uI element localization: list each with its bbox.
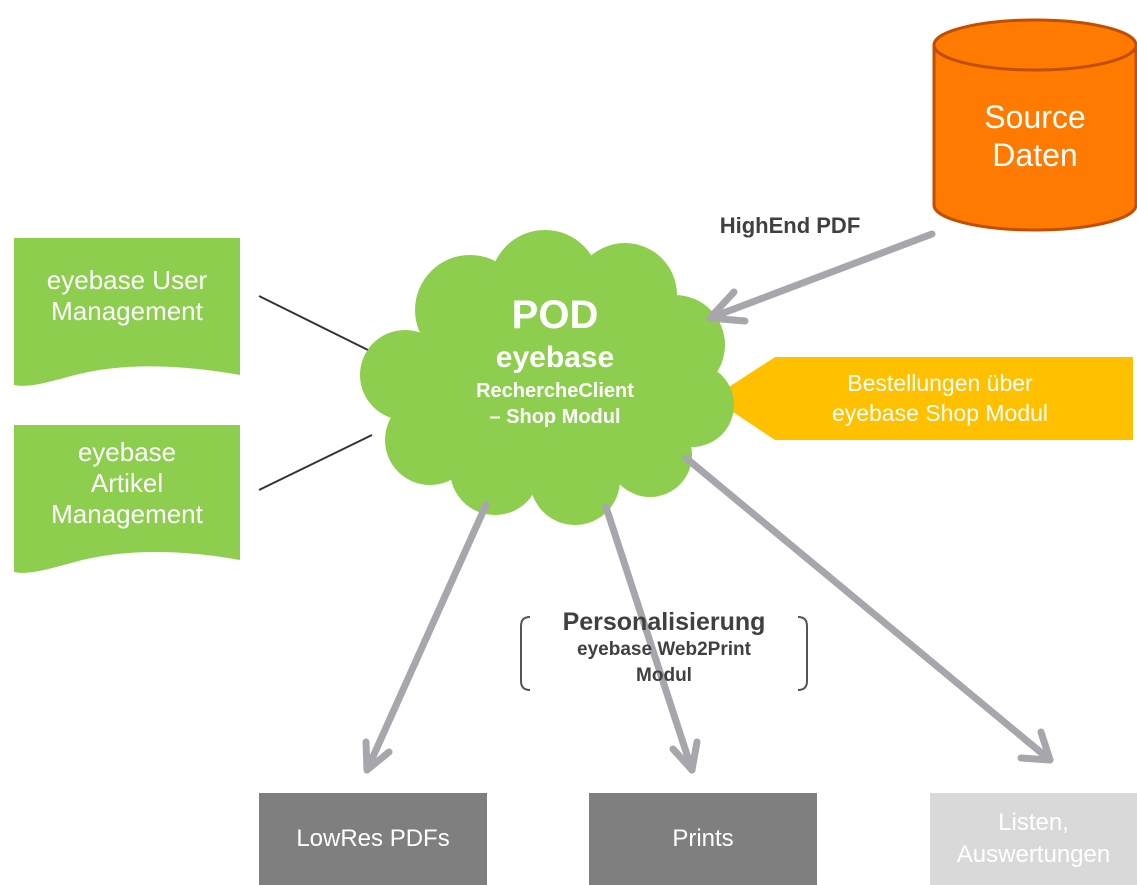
lowres-pdfs-box (259, 793, 487, 885)
pod-line4: – Shop Modul (489, 406, 621, 428)
user-management-document (14, 238, 240, 386)
pod-subtitle: eyebase (495, 341, 615, 374)
prints-arrow (602, 503, 701, 774)
listen-arrow (682, 454, 1054, 764)
lowres-arrow (362, 501, 490, 774)
listen-label: Listen, Auswertungen (956, 809, 1111, 868)
highend-arrow (706, 230, 936, 325)
lowres-pdfs-label: LowRes PDFs (296, 824, 450, 852)
prints-box (589, 793, 817, 885)
source-data-cylinder (932, 18, 1137, 232)
user-management-label: eyebase User Management (46, 265, 208, 327)
pod-line3: RechercheClient (476, 380, 634, 402)
listen-box (930, 793, 1137, 885)
pod-title: POD (511, 293, 599, 337)
artikel-mgmt-connector (258, 434, 373, 491)
personalisierung-label: Personalisierung eyebase Web2Print Modul (562, 608, 766, 686)
bestellungen-callout (712, 357, 1133, 440)
prints-label: Prints (672, 824, 734, 852)
user-mgmt-connector (258, 295, 373, 353)
artikel-management-document (14, 425, 240, 573)
highend-pdf-label: HighEnd PDF (719, 213, 861, 238)
artikel-management-label: eyebase Artikel Management (51, 437, 203, 530)
pod-label: POD eyebase RechercheClient – Shop Modul (440, 292, 670, 430)
source-data-label: Source Daten (984, 99, 1086, 173)
pod-cloud (360, 230, 734, 525)
bestellungen-label: Bestellungen über eyebase Shop Modul (831, 370, 1049, 426)
personalisierung-brackets (520, 616, 808, 691)
